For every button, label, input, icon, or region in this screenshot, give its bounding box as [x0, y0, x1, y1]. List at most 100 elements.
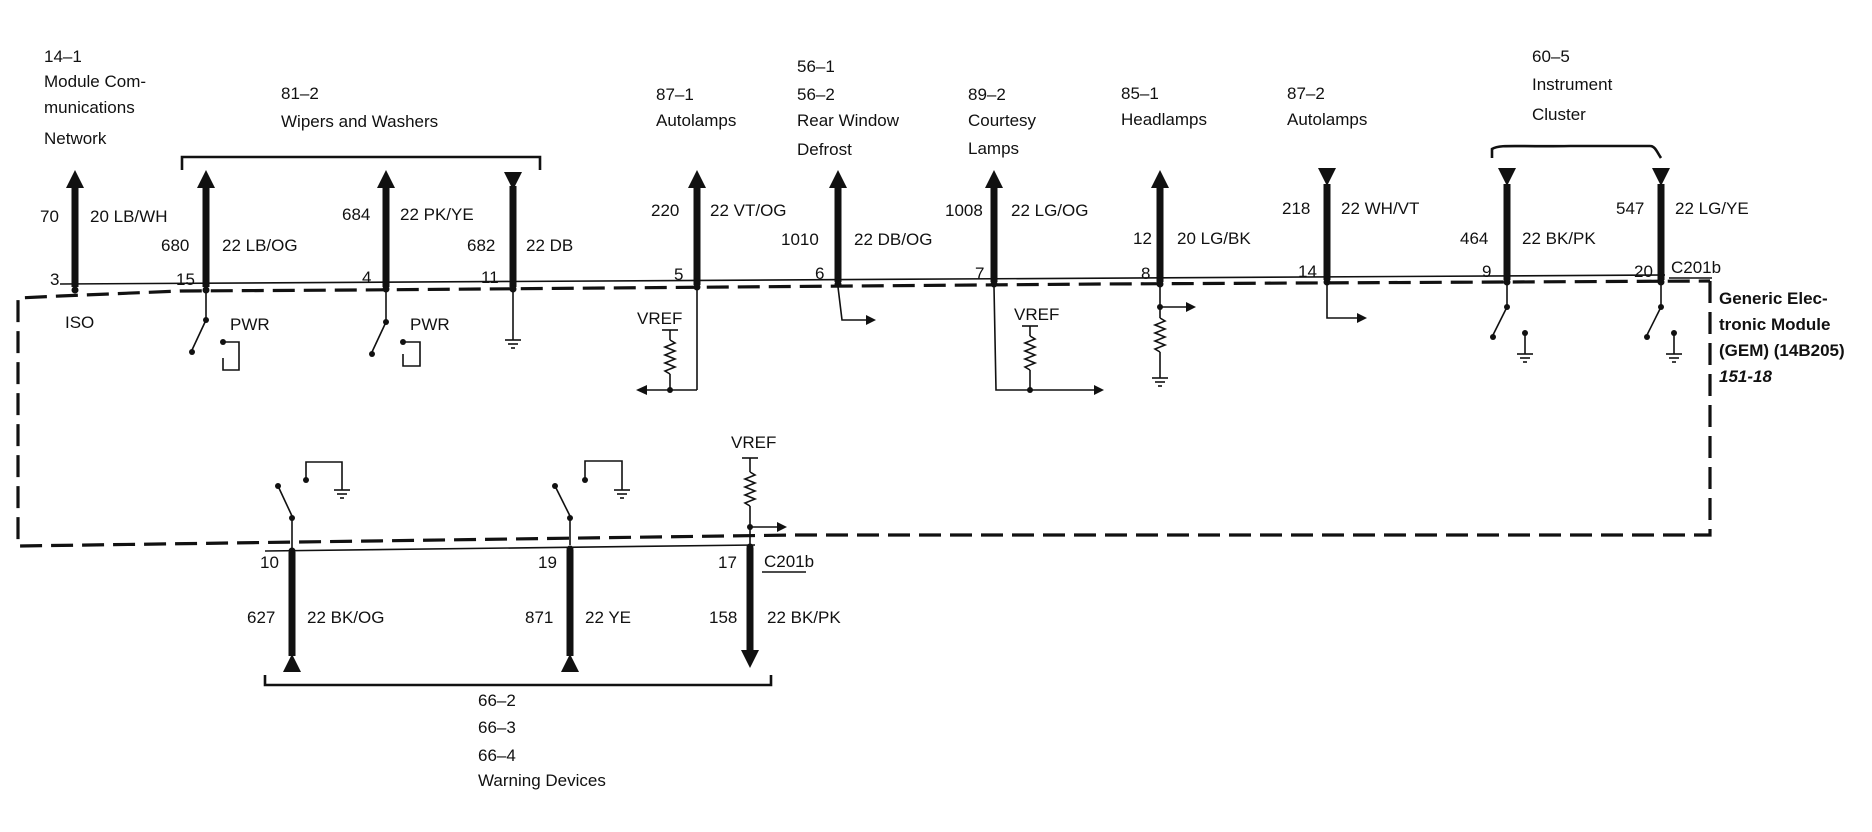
- wire-color: 22 BK/PK: [767, 608, 841, 627]
- arrow-down-icon: [741, 650, 759, 668]
- pin-number: 19: [538, 553, 557, 572]
- module-name-line: Generic Elec-: [1719, 289, 1828, 308]
- ref-line: munications: [44, 98, 135, 117]
- wire-color: 22 BK/PK: [1522, 229, 1596, 248]
- ref-line: 87–2: [1287, 84, 1325, 103]
- circuit-number: 158: [709, 608, 737, 627]
- circuit-number: 218: [1282, 199, 1310, 218]
- wire-color: 22 DB/OG: [854, 230, 932, 249]
- wire-pin-20: 547 22 LG/YE 20: [1616, 168, 1749, 363]
- ref-line: Lamps: [968, 139, 1019, 158]
- pin-number: 11: [481, 268, 499, 287]
- circuit-number: 680: [161, 236, 189, 255]
- ref-line: 56–2: [797, 85, 835, 104]
- arrow-up-icon: [197, 170, 215, 188]
- top-ref-headlamps: 85–1 Headlamps: [1121, 84, 1207, 129]
- ref-line: Warning Devices: [478, 771, 606, 790]
- pwr-label: PWR: [410, 315, 450, 334]
- connector-c201b-top-line: [59, 274, 1666, 285]
- circuit-number: 464: [1460, 229, 1488, 248]
- wire-pin-8: 12 20 LG/BK 8: [1133, 170, 1251, 387]
- arrow-up-icon: [1151, 170, 1169, 188]
- arrow-up-icon: [985, 170, 1003, 188]
- wire-color: 22 VT/OG: [710, 201, 787, 220]
- instrument-bracket: [1490, 144, 1663, 159]
- ref-line: Instrument: [1532, 75, 1613, 94]
- wire-pin-15: 680 22 LB/OG 15 PWR: [161, 170, 298, 371]
- circuit-number: 871: [525, 608, 553, 627]
- ref-line: Wipers and Washers: [281, 112, 438, 131]
- wire-pin-4: 684 22 PK/YE 4 PWR: [342, 170, 474, 367]
- pin-number: 9: [1482, 262, 1491, 281]
- ref-line: 66–2: [478, 691, 516, 710]
- wire-pin-3: 70 20 LB/WH 3 ISO: [40, 170, 167, 332]
- top-ref-autolamps-1: 87–1 Autolamps: [656, 85, 736, 130]
- ref-line: 56–1: [797, 57, 835, 76]
- wire-color: 22 LG/YE: [1675, 199, 1749, 218]
- pwr-label: PWR: [230, 315, 270, 334]
- top-ref-autolamps-2: 87–2 Autolamps: [1287, 84, 1367, 129]
- circuit-number: 627: [247, 608, 275, 627]
- wipers-bracket: [180, 155, 542, 170]
- circuit-number: 70: [40, 207, 59, 226]
- wire-pin-19: 19 871 22 YE: [525, 460, 631, 672]
- wire-pin-17: VREF 17 158 22 BK/PK: [709, 433, 841, 668]
- ground-icon: [1666, 353, 1682, 363]
- ref-line: Autolamps: [1287, 110, 1367, 129]
- circuit-number: 547: [1616, 199, 1644, 218]
- ground-icon: [1517, 353, 1533, 363]
- circuit-number: 1008: [945, 201, 983, 220]
- warning-devices-bracket: [263, 675, 773, 687]
- vref-label: VREF: [1014, 305, 1059, 324]
- resistor-icon: [1022, 325, 1038, 393]
- pin-number: 15: [176, 270, 195, 289]
- ref-line: 81–2: [281, 84, 319, 103]
- switch-icon: [552, 460, 630, 545]
- arrow-up-icon: [829, 170, 847, 188]
- vref-label: VREF: [731, 433, 776, 452]
- wire-pin-6: 1010 22 DB/OG 6: [781, 170, 932, 325]
- circuit-number: 1010: [781, 230, 819, 249]
- ref-line: Cluster: [1532, 105, 1586, 124]
- pin-number: 6: [815, 264, 824, 283]
- pin-number: 10: [260, 553, 279, 572]
- top-ref-courtesy: 89–2 Courtesy Lamps: [968, 85, 1037, 158]
- wire-pin-14: 218 22 WH/VT 14: [1282, 168, 1419, 323]
- circuit-number: 684: [342, 205, 370, 224]
- top-ref-wipers: 81–2 Wipers and Washers: [281, 84, 438, 131]
- arrow-up-icon: [66, 170, 84, 188]
- switch-icon: [369, 292, 421, 367]
- ref-line: Network: [44, 129, 107, 148]
- resistor-icon: [1152, 307, 1168, 378]
- ref-line: 85–1: [1121, 84, 1159, 103]
- ref-line: Autolamps: [656, 111, 736, 130]
- pin-number: 3: [50, 270, 59, 289]
- module-name-line: (GEM) (14B205): [1719, 341, 1845, 360]
- wire-color: 22 DB: [526, 236, 573, 255]
- top-ref-instrument: 60–5 Instrument Cluster: [1532, 47, 1613, 124]
- vref-label: VREF: [637, 309, 682, 328]
- arrow-down-icon: [504, 172, 522, 190]
- pin-number: 7: [975, 264, 984, 283]
- wire-color: 22 PK/YE: [400, 205, 474, 224]
- pin-number: 8: [1141, 264, 1150, 283]
- ref-line: Headlamps: [1121, 110, 1207, 129]
- pin-number: 17: [718, 553, 737, 572]
- ref-line: 60–5: [1532, 47, 1570, 66]
- connector-label-bottom: C201b: [764, 552, 814, 571]
- top-ref-rear-defrost: 56–1 56–2 Rear Window Defrost: [797, 57, 900, 159]
- ref-line: 87–1: [656, 85, 694, 104]
- ref-line: 66–4: [478, 746, 516, 765]
- circuit-number: 12: [1133, 229, 1152, 248]
- wire-color: 20 LG/BK: [1177, 229, 1251, 248]
- ground-icon: [1152, 377, 1168, 387]
- wire-pin-7: 1008 22 LG/OG 7 VREF: [945, 170, 1104, 395]
- bottom-ref-warning-devices: 66–2 66–3 66–4 Warning Devices: [478, 691, 606, 790]
- circuit-number: 220: [651, 201, 679, 220]
- switch-icon: [275, 461, 350, 548]
- connector-label-top: C201b: [1671, 258, 1721, 277]
- wire-color: 22 LG/OG: [1011, 201, 1088, 220]
- ref-line: Module Com-: [44, 72, 146, 91]
- gem-module-outline: [16, 279, 1712, 548]
- wire-color: 22 LB/OG: [222, 236, 298, 255]
